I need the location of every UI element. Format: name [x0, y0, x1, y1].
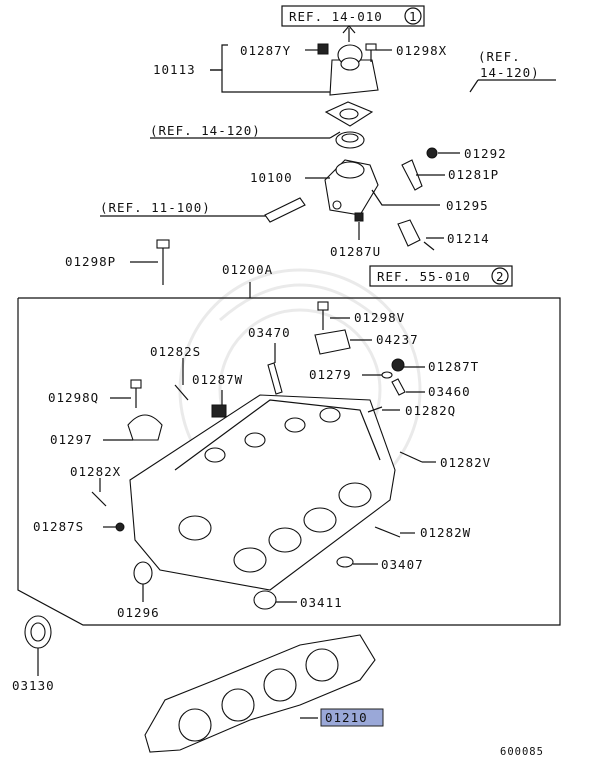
label-01295[interactable]: 01295	[446, 198, 489, 213]
label-01297[interactable]: 01297	[50, 432, 93, 447]
thermostat	[335, 131, 365, 149]
bracket-01281P	[401, 159, 423, 191]
label-01287S[interactable]: 01287S	[33, 519, 84, 534]
label-01287U[interactable]: 01287U	[330, 244, 381, 259]
svg-text:REF. 55-010: REF. 55-010	[377, 269, 471, 284]
seal-03407	[336, 556, 354, 568]
combustion-chambers	[178, 482, 372, 573]
label-01281P[interactable]: 01281P	[448, 167, 499, 182]
ref-14-120-right-line1[interactable]: (REF.	[478, 49, 521, 64]
gasket-upper	[324, 101, 374, 127]
label-01282V[interactable]: 01282V	[440, 455, 491, 470]
label-01287W[interactable]: 01287W	[192, 372, 243, 387]
label-10113[interactable]: 10113	[153, 62, 196, 77]
head-gasket	[144, 634, 376, 753]
label-10100[interactable]: 10100	[250, 170, 293, 185]
stud-01282V	[399, 451, 423, 463]
cap-01297	[127, 414, 163, 441]
pin-03460	[391, 378, 406, 396]
seal-03411	[253, 590, 277, 610]
bolt-01298V	[317, 301, 329, 330]
plug-01287S	[115, 522, 125, 532]
diagram-id: 600085	[500, 746, 544, 758]
oring-01279	[381, 371, 393, 379]
highlight-01210	[320, 708, 384, 727]
label-03130[interactable]: 03130	[12, 678, 55, 693]
water-outlet-fitting	[329, 44, 379, 96]
stud-01282Q	[367, 406, 383, 413]
svg-text:2: 2	[496, 269, 505, 284]
bolt-01287Y	[317, 43, 329, 55]
stud-01282X	[91, 491, 107, 507]
ref-14-120-right-line2[interactable]: 14-120)	[480, 65, 540, 80]
svg-text:REF. 14-010: REF. 14-010	[289, 9, 383, 24]
nut-01287T	[391, 358, 405, 372]
label-03407[interactable]: 03407	[381, 557, 424, 572]
cam-journals	[204, 407, 341, 463]
label-04237[interactable]: 04237	[376, 332, 419, 347]
cylinder-head-outline-box	[17, 297, 561, 626]
leader-lines	[37, 44, 460, 719]
sensor-01214	[397, 219, 435, 251]
label-01287T[interactable]: 01287T	[428, 359, 479, 374]
label-01210[interactable]: 01210	[325, 710, 368, 725]
label-01282X[interactable]: 01282X	[70, 464, 121, 479]
label-01282Q[interactable]: 01282Q	[405, 403, 456, 418]
seal-03130	[24, 615, 52, 649]
ref-11-100-label[interactable]: (REF. 11-100)	[100, 200, 211, 215]
stud-01282W	[374, 526, 401, 538]
ref-box-14-010[interactable]: REF. 14-010 1	[281, 5, 425, 27]
bolt-01287U	[354, 212, 364, 222]
plug-01287W	[211, 404, 227, 418]
seal-01296	[133, 561, 153, 585]
label-01298P[interactable]: 01298P	[65, 254, 116, 269]
nut-01292	[426, 147, 438, 159]
water-inlet-housing	[324, 159, 379, 216]
ref-box-55-010[interactable]: REF. 55-010 2	[369, 265, 513, 287]
label-01298Q[interactable]: 01298Q	[48, 390, 99, 405]
stud-01282S	[174, 384, 189, 401]
label-01282S[interactable]: 01282S	[150, 344, 201, 359]
label-01200A[interactable]: 01200A	[222, 262, 273, 277]
arrow-up-icon	[342, 25, 356, 42]
label-01214[interactable]: 01214	[447, 231, 490, 246]
label-03411[interactable]: 03411	[300, 595, 343, 610]
label-01296[interactable]: 01296	[117, 605, 160, 620]
label-01287Y[interactable]: 01287Y	[240, 43, 291, 58]
part-labels: 01287Y 01298X 10113 01292 01281P 10100 0…	[12, 43, 507, 725]
label-01279[interactable]: 01279	[309, 367, 352, 382]
label-03470[interactable]: 03470	[248, 325, 291, 340]
bolt-01298P	[156, 239, 170, 285]
label-01298X[interactable]: 01298X	[396, 43, 447, 58]
bolt-01298X	[365, 43, 377, 62]
gasket-lower	[264, 197, 306, 223]
cover-04237	[314, 329, 351, 355]
ref-14-120-label[interactable]: (REF. 14-120)	[150, 123, 261, 138]
hose-pipe	[407, 75, 473, 131]
svg-text:1: 1	[409, 9, 418, 24]
label-03460[interactable]: 03460	[428, 384, 471, 399]
bolt-01298Q	[130, 379, 142, 408]
label-01282W[interactable]: 01282W	[420, 525, 471, 540]
cylinder-head	[129, 394, 396, 591]
label-01298V[interactable]: 01298V	[354, 310, 405, 325]
label-01292[interactable]: 01292	[464, 146, 507, 161]
pin-03470	[267, 362, 283, 395]
